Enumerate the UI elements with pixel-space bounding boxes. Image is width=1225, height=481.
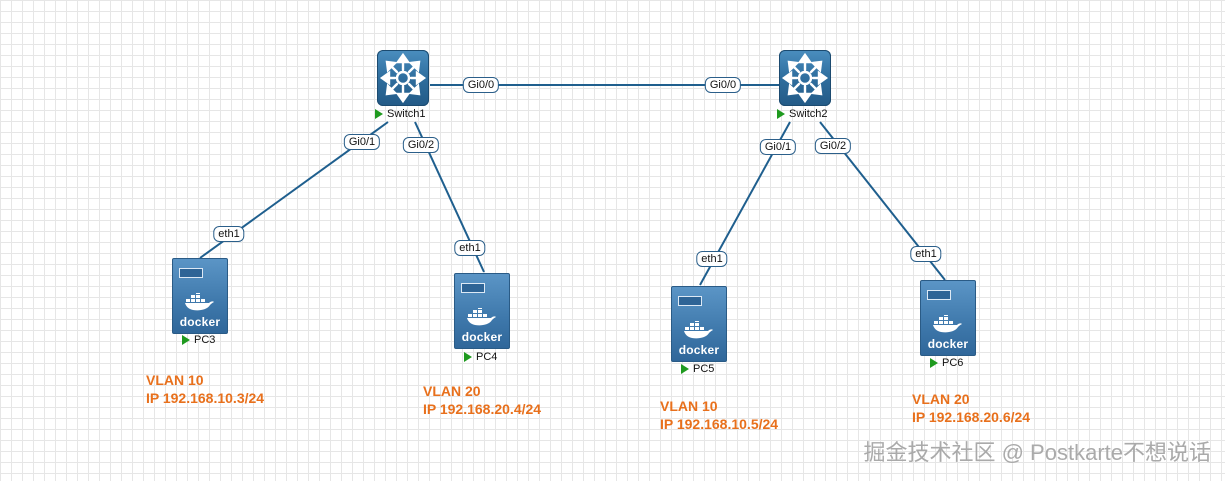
port-label-pc6-eth1: eth1 <box>910 246 942 262</box>
pc6-ip: IP 192.168.20.6/24 <box>912 409 1031 425</box>
pc4-node[interactable]: docker <box>454 273 510 349</box>
port-label-switch2-gi0-0: Gi0/0 <box>704 77 742 93</box>
port-label-pc3-eth1: eth1 <box>213 226 245 242</box>
pc5-ip: IP 192.168.10.5/24 <box>660 416 779 432</box>
drive-bay-icon <box>678 296 702 306</box>
switch-icon <box>379 52 427 104</box>
pc5-network-info: VLAN 10 IP 192.168.10.5/24 <box>660 397 778 433</box>
docker-logo-text: docker <box>461 330 503 344</box>
pc3-ip: IP 192.168.10.3/24 <box>146 390 265 406</box>
pc6-network-info: VLAN 20 IP 192.168.20.6/24 <box>912 390 1030 426</box>
pc3-network-info: VLAN 10 IP 192.168.10.3/24 <box>146 371 264 407</box>
pc4-vlan: VLAN 20 <box>423 383 481 399</box>
pc5-name: PC5 <box>693 363 715 375</box>
running-status-icon <box>777 109 785 119</box>
switch2-name: Switch2 <box>789 108 828 120</box>
docker-whale-icon <box>185 293 214 311</box>
running-status-icon <box>464 352 472 362</box>
pc4-network-info: VLAN 20 IP 192.168.20.4/24 <box>423 382 541 418</box>
pc3-name: PC3 <box>194 334 216 346</box>
docker-logo-text: docker <box>927 337 969 351</box>
port-label-switch2-gi0-1: Gi0/1 <box>759 139 797 155</box>
drive-bay-icon <box>461 283 485 293</box>
pc5-node[interactable]: docker <box>671 286 727 362</box>
running-status-icon <box>375 109 383 119</box>
switch1-name: Switch1 <box>387 108 426 120</box>
port-label-pc5-eth1: eth1 <box>696 251 728 267</box>
running-status-icon <box>182 335 190 345</box>
switch-icon <box>781 52 829 104</box>
drive-bay-icon <box>179 268 203 278</box>
switch2-node[interactable] <box>779 50 831 106</box>
switch2-label: Switch2 <box>777 108 828 120</box>
pc5-vlan: VLAN 10 <box>660 398 718 414</box>
drive-bay-icon <box>927 290 951 300</box>
pc4-ip: IP 192.168.20.4/24 <box>423 401 542 417</box>
running-status-icon <box>930 358 938 368</box>
pc6-name: PC6 <box>942 357 964 369</box>
port-label-pc4-eth1: eth1 <box>454 240 486 256</box>
pc6-node[interactable]: docker <box>920 280 976 356</box>
pc6-label: PC6 <box>930 357 963 369</box>
docker-logo-text: docker <box>179 315 221 329</box>
pc6-vlan: VLAN 20 <box>912 391 970 407</box>
port-label-switch2-gi0-2: Gi0/2 <box>814 138 852 154</box>
port-label-switch1-gi0-0: Gi0/0 <box>462 77 500 93</box>
docker-whale-icon <box>467 308 496 326</box>
pc3-node[interactable]: docker <box>172 258 228 334</box>
pc5-label: PC5 <box>681 363 714 375</box>
switch1-node[interactable] <box>377 50 429 106</box>
pc3-vlan: VLAN 10 <box>146 372 204 388</box>
port-label-switch1-gi0-2: Gi0/2 <box>402 137 440 153</box>
pc4-name: PC4 <box>476 351 498 363</box>
switch1-label: Switch1 <box>375 108 426 120</box>
pc4-label: PC4 <box>464 351 497 363</box>
docker-logo-text: docker <box>678 343 720 357</box>
docker-whale-icon <box>684 321 713 339</box>
port-label-switch1-gi0-1: Gi0/1 <box>343 134 381 150</box>
running-status-icon <box>681 364 689 374</box>
watermark: 掘金技术社区 @ Postkarte不想说话 <box>863 440 1212 465</box>
docker-whale-icon <box>933 315 962 333</box>
pc3-label: PC3 <box>182 334 215 346</box>
